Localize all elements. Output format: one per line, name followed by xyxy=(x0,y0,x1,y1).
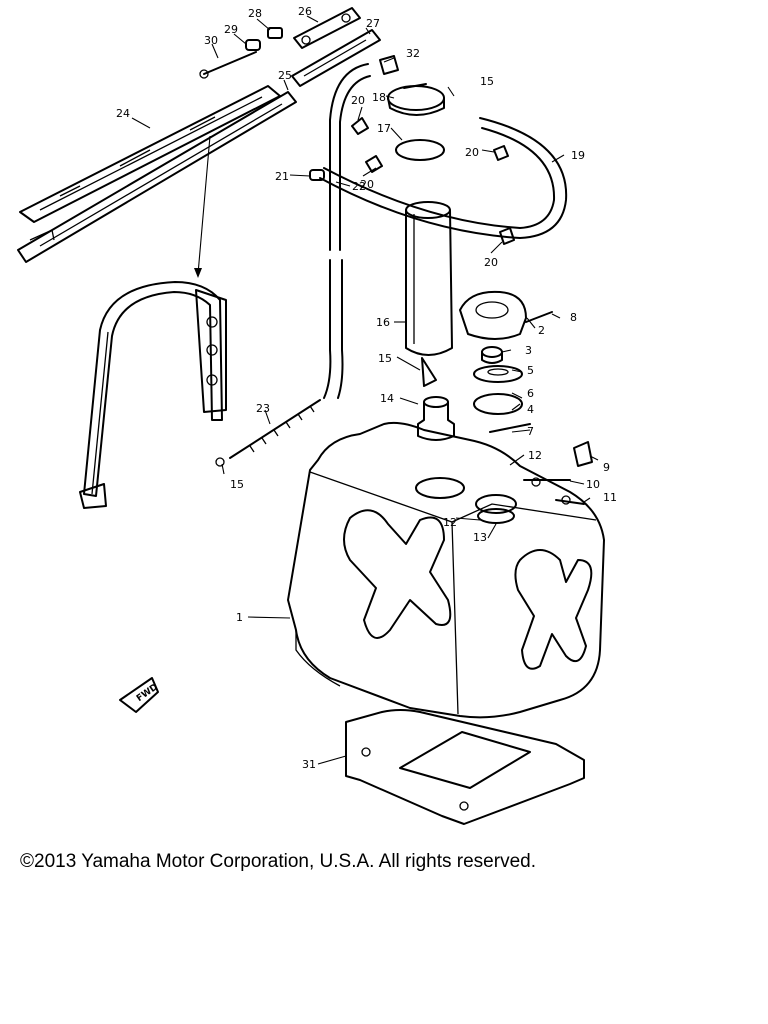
copyright-notice: ©2013 Yamaha Motor Corporation, U.S.A. A… xyxy=(20,851,536,872)
callout-29: 29 xyxy=(224,23,238,36)
callout-22: 22 xyxy=(352,180,366,193)
callout-23: 23 xyxy=(256,402,270,415)
part-22-hose xyxy=(323,63,371,399)
callout-7: 7 xyxy=(527,425,534,438)
part-27-strap xyxy=(291,29,381,87)
assembly-arrow xyxy=(197,135,211,275)
part-28-nut xyxy=(267,27,283,39)
part-32-fitting xyxy=(379,55,399,75)
part-6-gasket xyxy=(473,393,523,415)
part-5-washer xyxy=(473,365,523,383)
callout-20b: 20 xyxy=(465,146,479,159)
fuel-tank-exploded-diagram: FWD xyxy=(17,5,617,825)
callout-17: 17 xyxy=(377,122,391,135)
tank-strap-loop xyxy=(79,281,227,509)
callout-8: 8 xyxy=(570,311,577,324)
part-20-screws xyxy=(351,117,515,245)
callout-27: 27 xyxy=(366,17,380,30)
callout-5: 5 xyxy=(527,364,534,377)
callout-32: 32 xyxy=(406,47,420,60)
callout-20c: 20 xyxy=(360,178,374,191)
part-9-clip xyxy=(573,441,593,467)
callout-18: 18 xyxy=(372,91,386,104)
callout-28: 28 xyxy=(248,7,262,20)
callout-4: 4 xyxy=(527,403,534,416)
part-23-rod xyxy=(215,399,321,467)
callout-11: 11 xyxy=(603,491,617,504)
callout-15a: 15 xyxy=(480,75,494,88)
callout-20a: 20 xyxy=(351,94,365,107)
part-17-o-ring xyxy=(395,139,445,161)
part-24-strap xyxy=(19,85,281,223)
callout-13: 13 xyxy=(473,531,487,544)
callout-26: 26 xyxy=(298,5,312,18)
callout-16: 16 xyxy=(376,316,390,329)
callout-19: 19 xyxy=(571,149,585,162)
part-8-screw xyxy=(525,311,553,323)
part-2-gauge-housing xyxy=(459,290,527,340)
callout-12a: 12 xyxy=(528,449,542,462)
leader-lines xyxy=(131,15,599,765)
part-18-cap xyxy=(387,83,445,116)
part-26-bracket xyxy=(293,7,361,49)
callout-10: 10 xyxy=(586,478,600,491)
part-13-ring xyxy=(477,508,515,524)
part-3-nut xyxy=(481,346,503,364)
assembly-arrowhead xyxy=(194,268,202,278)
callout-21: 21 xyxy=(275,170,289,183)
callout-25: 25 xyxy=(278,69,292,82)
fwd-marker: FWD xyxy=(119,677,160,713)
part-7-pin xyxy=(489,423,531,433)
part-21-clamp xyxy=(309,169,325,181)
part-1-fuel-tank xyxy=(287,421,605,719)
callout-3: 3 xyxy=(525,344,532,357)
part-30-bolt xyxy=(199,51,257,79)
callout-2: 2 xyxy=(538,324,545,337)
callout-6: 6 xyxy=(527,387,534,400)
callout-15c: 15 xyxy=(230,478,244,491)
callout-1: 1 xyxy=(236,611,243,624)
callout-20d: 20 xyxy=(484,256,498,269)
callout-14: 14 xyxy=(380,392,394,405)
part-31-plate xyxy=(345,709,585,825)
callout-24: 24 xyxy=(116,107,130,120)
part-14-filter xyxy=(417,396,455,441)
callout-30: 30 xyxy=(204,34,218,47)
callout-labels: 1 2 3 4 5 6 7 8 9 10 11 12 12 13 14 15 1… xyxy=(116,5,617,771)
part-29-bushing xyxy=(245,39,261,51)
callout-9: 9 xyxy=(603,461,610,474)
part-16-tube xyxy=(405,201,453,387)
part-11-bolt xyxy=(555,499,585,505)
callout-15b: 15 xyxy=(378,352,392,365)
callout-12b: 12 xyxy=(443,516,457,529)
callout-31: 31 xyxy=(302,758,316,771)
part-19-hose xyxy=(319,117,568,239)
part-25-strap xyxy=(17,91,297,263)
